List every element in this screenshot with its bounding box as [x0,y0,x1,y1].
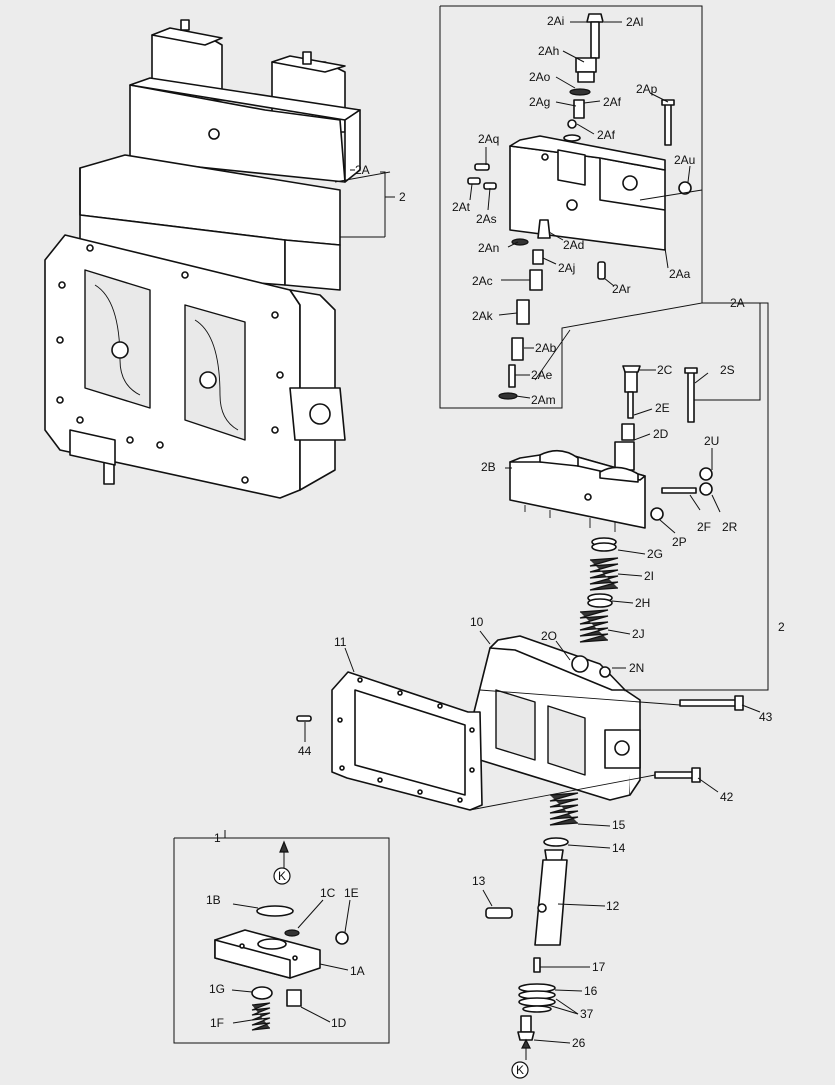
callout-1C: 1C [320,886,336,900]
parts-2B-area [509,365,713,532]
callout-26: 26 [572,1036,586,1050]
leaders-1 [231,899,351,1024]
callout-2Am: 2Am [531,393,556,407]
callout-2F: 2F [697,520,711,534]
lower-stack [485,792,579,1060]
callout-10: 10 [470,615,484,629]
callout-2P: 2P [672,535,687,549]
callout-2G: 2G [647,547,663,561]
callout-2S: 2S [720,363,735,377]
callout-2Au: 2Au [674,153,695,167]
callout-2D: 2D [653,427,669,441]
callout-2N: 2N [629,661,644,675]
gasket-11 [331,671,483,811]
frame-1 [173,837,390,1044]
callout-1B: 1B [206,893,221,907]
callout-17: 17 [592,960,606,974]
leaders-2B [505,369,721,534]
callout-2Ak: 2Ak [472,309,494,323]
callout-2Aq: 2Aq [478,132,499,146]
marker-k-bottom-label: K [516,1063,524,1077]
marker-k-top [273,867,291,885]
callout-2U: 2U [704,434,719,448]
spring-stack-2G-2J [579,537,619,643]
callout-16: 16 [584,984,598,998]
frame-2A [439,5,703,409]
callout-1E: 1E [344,886,359,900]
marker-k-top-label: K [278,869,286,883]
body-10 [471,635,641,801]
callout-2Ap: 2Ap [636,82,658,96]
callout-2Ae: 2Ae [531,368,553,382]
callout-2E: 2E [655,401,670,415]
callout-2A-top: 2A [355,163,370,177]
callout-37: 37 [580,1007,594,1021]
callout-1F: 1F [210,1016,224,1030]
callout-11: 11 [334,635,347,649]
leaders-body [304,630,761,811]
callout-2O: 2O [541,629,557,643]
callout-2I: 2I [644,569,654,583]
callout-13: 13 [472,874,486,888]
callout-2A-mid: 2A [730,296,745,310]
callout-2An: 2An [478,241,499,255]
callout-2Al: 2Al [626,15,643,29]
parts-1 [214,840,349,1031]
callout-1D: 1D [331,1016,347,1030]
callout-2Ad: 2Ad [563,238,584,252]
assembled-leader-lines [334,169,395,238]
callout-2Aa: 2Aa [669,267,691,281]
callout-2Ai: 2Ai [547,14,564,28]
callout-2Ah: 2Ah [538,44,559,58]
callout-2Ab: 2Ab [535,341,557,355]
callout-2Ar: 2Ar [612,282,631,296]
callout-2H: 2H [635,596,650,610]
callout-2C: 2C [657,363,673,377]
pins-bolts [296,695,744,783]
callout-2-right: 2 [778,620,785,634]
callout-2Ac: 2Ac [472,274,493,288]
leaders-2A [469,21,703,399]
callout-2-top: 2 [399,190,406,204]
callout-44: 44 [298,744,312,758]
callout-14: 14 [612,841,626,855]
flange-holes [56,244,284,484]
callout-12: 12 [606,899,620,913]
callout-2R: 2R [722,520,738,534]
callout-2At: 2At [452,200,471,214]
parts-2A [467,13,692,400]
callout-2B: 2B [481,460,496,474]
marker-k-bottom [511,1061,529,1079]
assembled-valve-illustration [44,19,361,499]
callout-43: 43 [759,710,773,724]
callout-15: 15 [612,818,626,832]
callout-1G: 1G [209,982,225,996]
leaders-springs [607,549,646,635]
callout-2Ag: 2Ag [529,95,550,109]
callout-2Af-upper: 2Af [603,95,622,109]
callout-2As: 2As [476,212,497,226]
callout-1A: 1A [350,964,365,978]
callout-2J: 2J [632,627,645,641]
callout-2Aj: 2Aj [558,261,575,275]
callout-2Ao: 2Ao [529,70,551,84]
leaders-lower [482,823,611,1044]
callout-1: 1 [214,831,221,845]
callout-42: 42 [720,790,734,804]
callout-2Af-lower: 2Af [597,128,616,142]
